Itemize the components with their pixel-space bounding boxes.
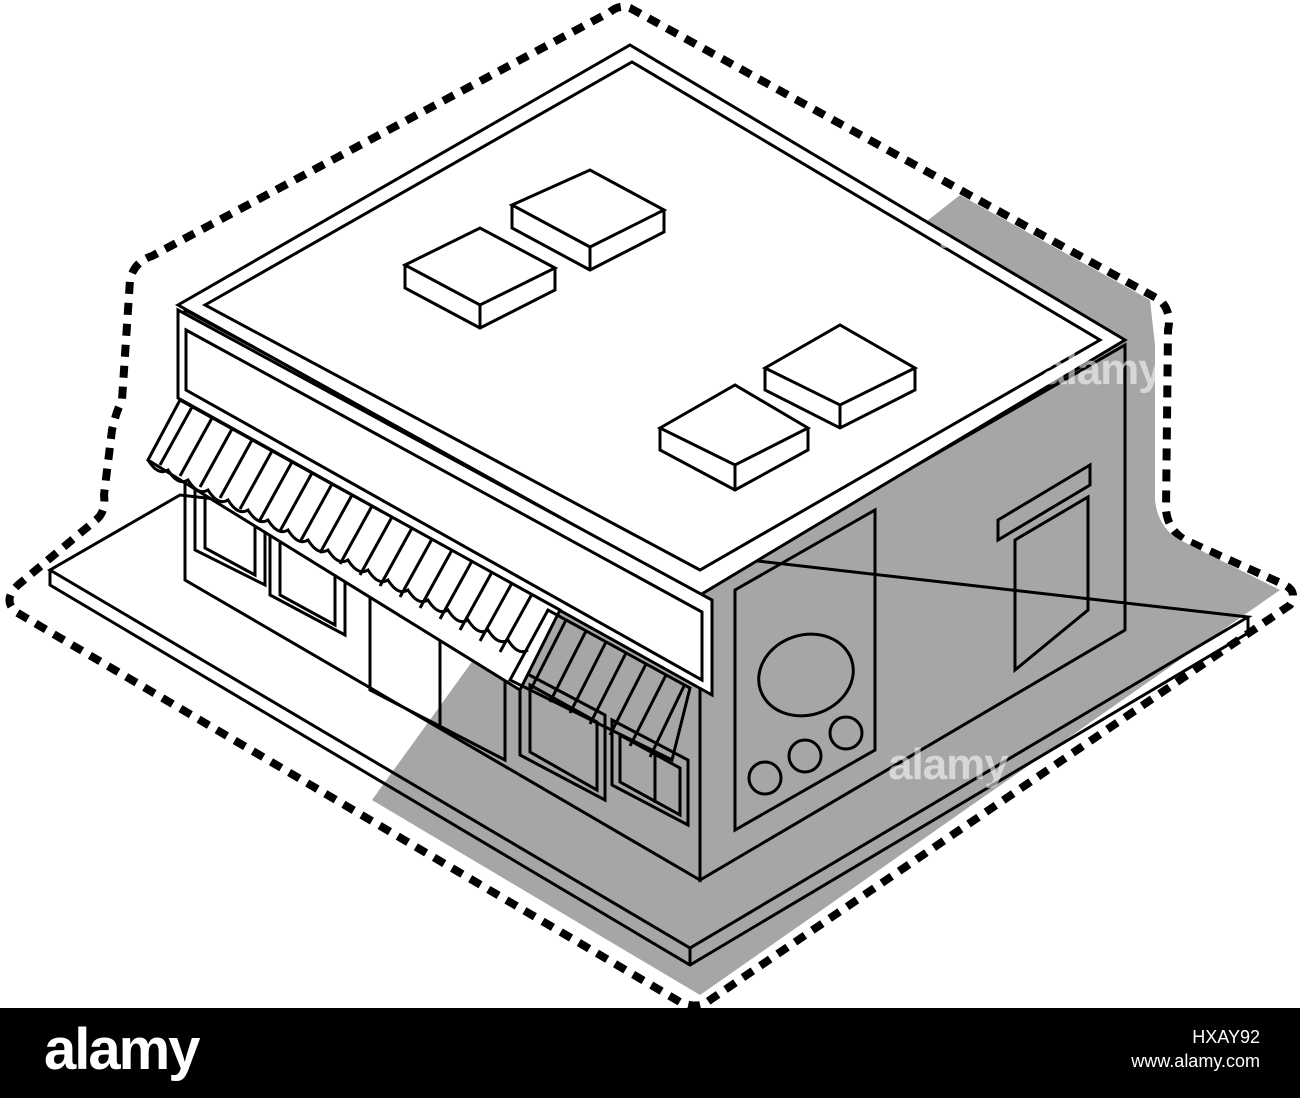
watermark-center: alamy [640, 480, 761, 529]
ground-base [47, 493, 1253, 967]
footer-meta: HXAY92 www.alamy.com [1131, 1026, 1260, 1074]
image-id: HXAY92 [1192, 1027, 1260, 1047]
shadow-overlay [372, 195, 1280, 995]
footer-bar: alamy HXAY92 www.alamy.com [0, 1008, 1300, 1098]
footer-brand-logo[interactable]: alamy [44, 1017, 200, 1082]
awning-right [507, 607, 692, 763]
store-building-illustration [5, 2, 1298, 1008]
watermark-top-right: alamy [1042, 345, 1163, 394]
watermark-small: a [940, 228, 952, 253]
site-url[interactable]: www.alamy.com [1131, 1051, 1260, 1071]
sticker-cut-outline [5, 2, 1298, 1008]
awning-left [146, 397, 562, 693]
watermark-lower-right: alamy [888, 740, 1009, 789]
store-signboard [176, 307, 714, 698]
roof-vents [401, 168, 919, 492]
